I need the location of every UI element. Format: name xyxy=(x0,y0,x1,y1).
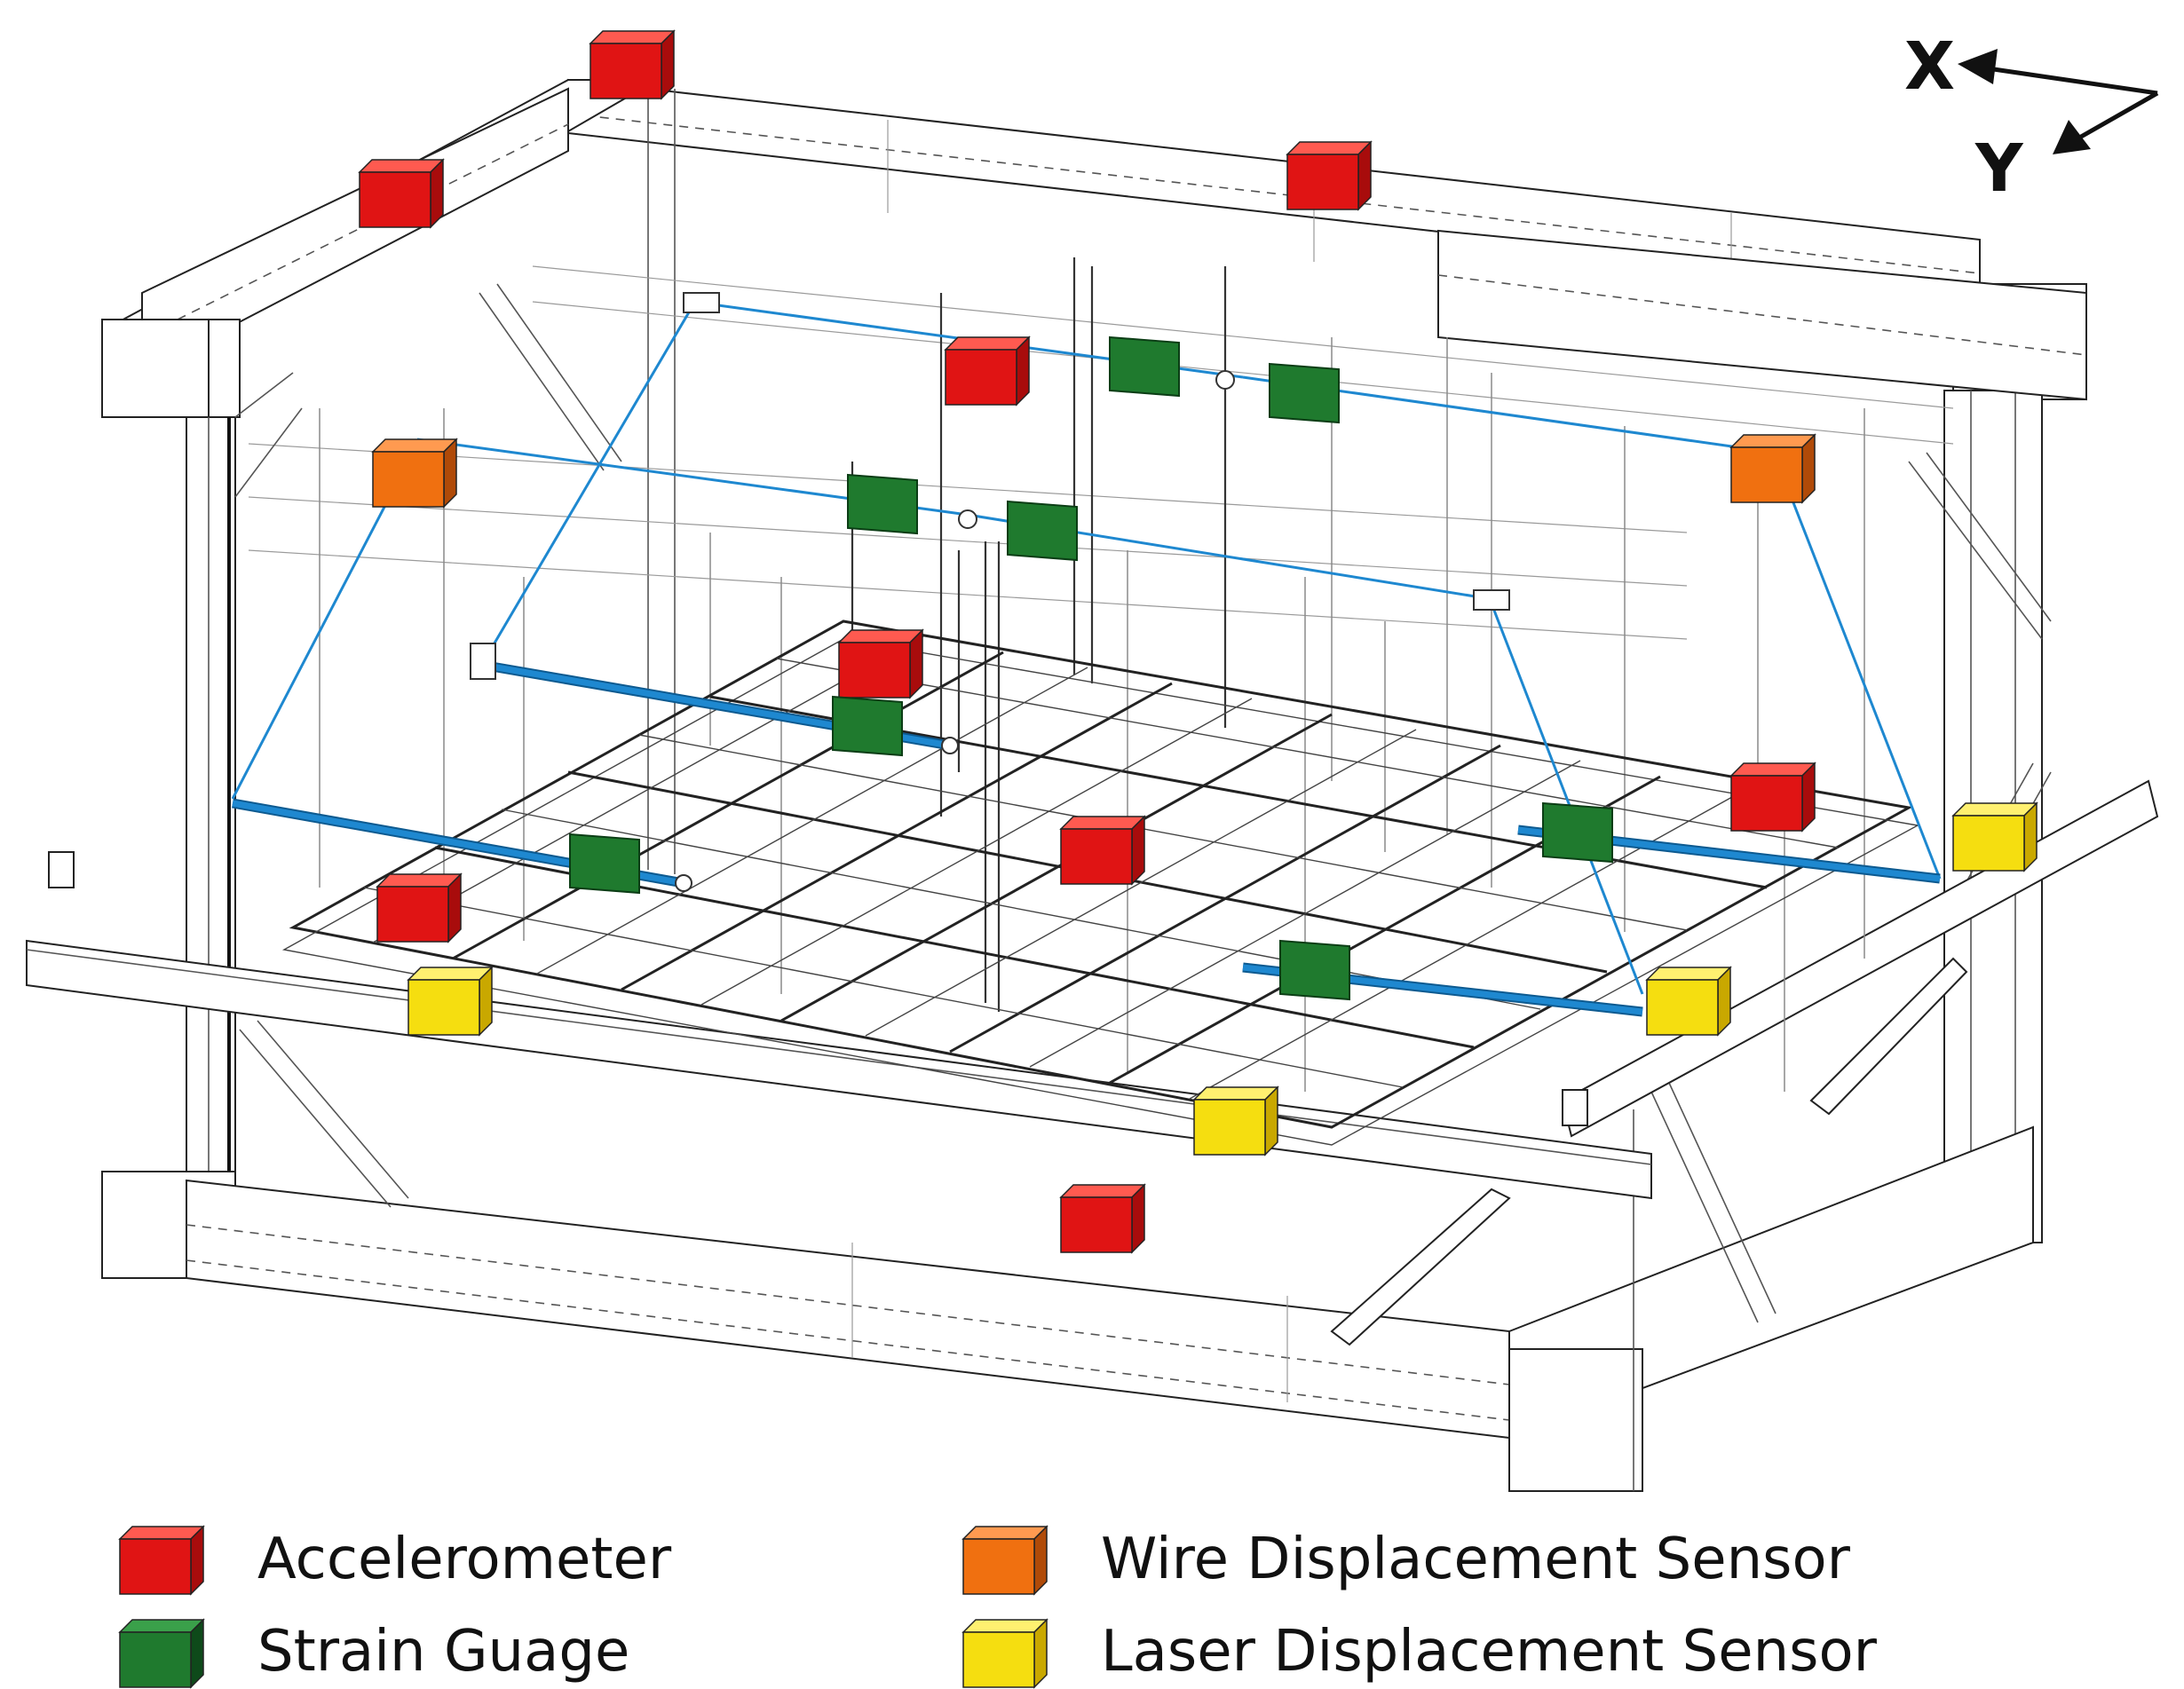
legend-item-strain-gauge: Strain Guage xyxy=(119,1619,629,1688)
orange-cube-icon xyxy=(962,1526,1048,1595)
strain-gauge-sensor xyxy=(1269,363,1340,423)
x-arrowhead-icon xyxy=(1958,49,1998,84)
legend-label: Strain Guage xyxy=(257,1619,629,1685)
y-axis-label: Y xyxy=(1974,130,2024,207)
accelerometer-sensor xyxy=(376,873,462,943)
legend-item-laser-displacement-sensor: Laser Displacement Sensor xyxy=(962,1619,1878,1688)
axis-indicator: X Y xyxy=(1904,28,2159,207)
accelerometer-sensor xyxy=(945,336,1030,406)
accelerometer-sensor xyxy=(359,159,444,228)
strain-gauge-sensor xyxy=(569,833,640,894)
strain-gauge-sensor xyxy=(847,474,918,534)
laser-displacement-sensor xyxy=(1193,1086,1278,1156)
legend-label: Wire Displacement Sensor xyxy=(1101,1527,1851,1592)
yellow-cube-icon xyxy=(962,1619,1048,1688)
accelerometer-sensor xyxy=(1060,1184,1145,1253)
green-cube-icon xyxy=(119,1619,204,1688)
accelerometer-sensor xyxy=(838,629,923,698)
legend-item-wire-displacement-sensor: Wire Displacement Sensor xyxy=(962,1526,1851,1595)
accelerometer-sensor xyxy=(1730,762,1816,832)
laser-displacement-sensor xyxy=(408,967,493,1036)
legend-label: Accelerometer xyxy=(257,1527,672,1592)
accelerometer-sensor xyxy=(590,30,675,99)
legend-label: Laser Displacement Sensor xyxy=(1101,1619,1878,1685)
accelerometer-sensor xyxy=(1286,141,1372,210)
accelerometer-sensor xyxy=(1060,816,1145,885)
laser-displacement-sensor xyxy=(1952,802,2038,872)
wire-displacement-sensor xyxy=(372,438,457,508)
strain-gauge-sensor xyxy=(1542,802,1613,863)
red-cube-icon xyxy=(119,1526,204,1595)
brace-wires xyxy=(231,292,1942,1017)
x-axis-label: X xyxy=(1904,28,1955,105)
wire-displacement-sensor xyxy=(1730,434,1816,503)
strain-gauge-sensor xyxy=(1279,940,1350,1000)
legend: Accelerometer Wire Displacement Sensor S… xyxy=(119,1526,1878,1688)
legend-item-accelerometer: Accelerometer xyxy=(119,1526,672,1595)
y-arrowhead-icon xyxy=(2053,120,2091,154)
laser-displacement-sensor xyxy=(1646,967,1731,1036)
strain-gauge-sensor xyxy=(1007,501,1078,561)
strain-gauge-sensor xyxy=(1109,336,1180,397)
strain-gauge-sensor xyxy=(832,696,903,756)
